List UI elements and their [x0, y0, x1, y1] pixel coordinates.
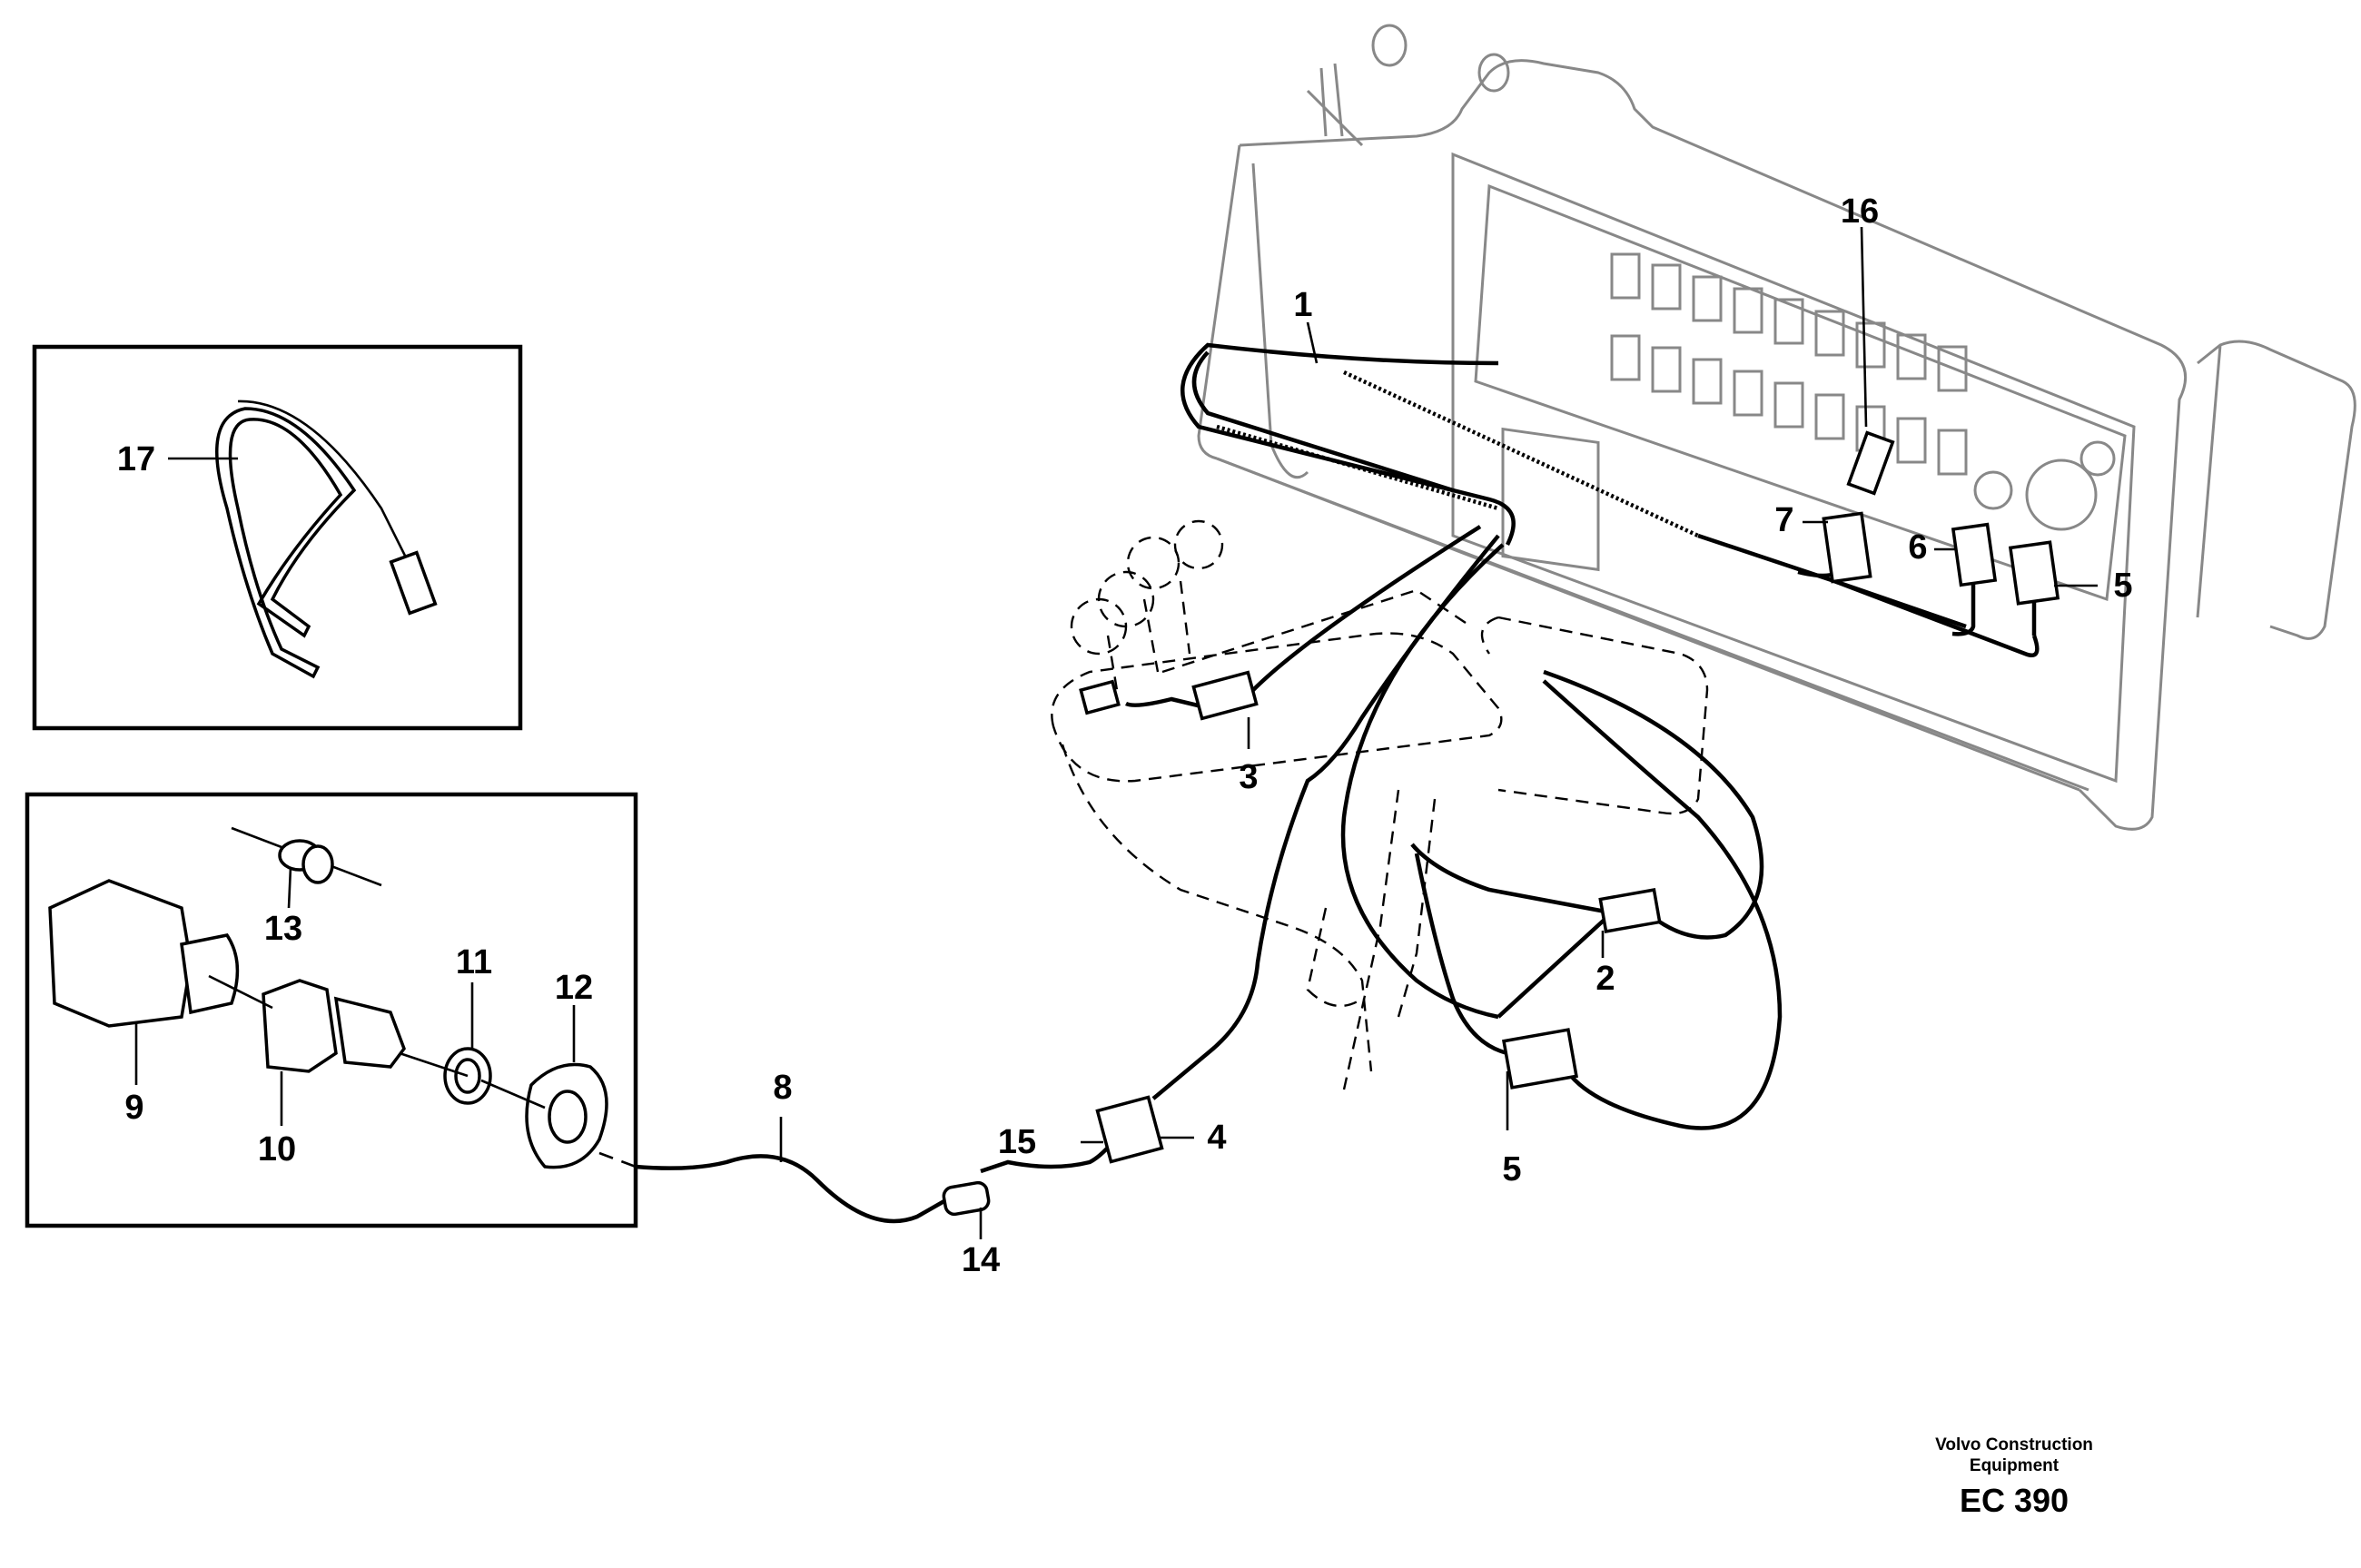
callout-2: 2 — [1595, 960, 1615, 998]
detail-box-sender — [25, 792, 638, 1228]
leader-lines — [134, 226, 2098, 1239]
connector-3b — [1191, 670, 1259, 721]
connector-4-15 — [1095, 1095, 1164, 1164]
callout-labels: 1 16 7 6 5 17 3 2 5 4 15 8 14 9 10 11 12… — [117, 192, 2133, 1279]
connector-6 — [1951, 522, 1998, 587]
callout-14: 14 — [962, 1241, 1000, 1279]
connector-7 — [1822, 511, 1872, 584]
harness-1 — [980, 342, 2060, 1174]
detail-box-cable-tie — [32, 344, 523, 731]
callout-5-dash: 5 — [2113, 567, 2132, 605]
callout-13: 13 — [264, 910, 302, 948]
sender-cable — [598, 1151, 991, 1224]
callout-15: 15 — [998, 1123, 1036, 1161]
callout-12: 12 — [555, 969, 593, 1007]
callout-8: 8 — [773, 1069, 792, 1107]
callout-11: 11 — [456, 943, 492, 981]
callout-1: 1 — [1293, 286, 1312, 324]
callout-3: 3 — [1239, 758, 1258, 796]
drawing-code: EC 390 — [1960, 1482, 2069, 1519]
instrument-panel — [1197, 24, 2356, 831]
callout-9: 9 — [124, 1089, 143, 1127]
connector-5-seat — [1502, 1028, 1578, 1090]
callout-5-seat: 5 — [1502, 1150, 1521, 1188]
connector-2 — [1598, 888, 1662, 933]
callout-10: 10 — [258, 1130, 296, 1169]
callout-16: 16 — [1841, 192, 1879, 231]
connector-5-dash — [2008, 540, 2060, 606]
brand-line-2: Equipment — [1970, 1456, 2060, 1475]
callout-7: 7 — [1774, 501, 1793, 539]
footer: Volvo Construction Equipment EC 390 — [1935, 1435, 2093, 1519]
connector-3a — [1079, 679, 1121, 715]
switch-16 — [1846, 430, 1895, 496]
operator-seat-outline — [1051, 519, 1709, 1090]
grommet-14 — [942, 1180, 991, 1217]
callout-17: 17 — [117, 440, 155, 478]
callout-4: 4 — [1207, 1119, 1226, 1157]
brand-line-1: Volvo Construction — [1935, 1435, 2093, 1455]
callout-6: 6 — [1908, 528, 1927, 567]
